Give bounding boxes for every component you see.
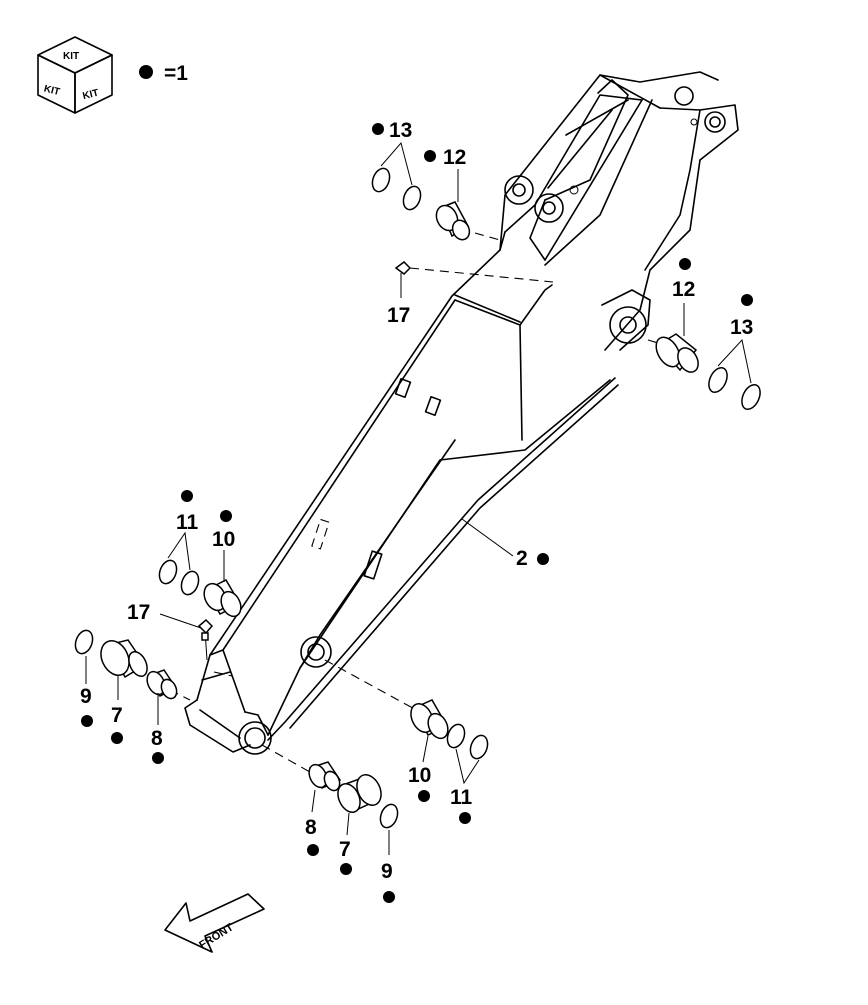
- callout-12-right: 12: [672, 278, 695, 301]
- bushing-8-bottom: [308, 761, 342, 792]
- callout-11-left: 11: [176, 511, 199, 534]
- shim-13-top-a: [371, 167, 391, 193]
- kit-label-left: KIT: [43, 83, 61, 98]
- bushing-10-right: [410, 699, 449, 740]
- bushing-12-right: [655, 333, 699, 373]
- callout-13-right: 13: [730, 316, 753, 339]
- callout-9-bottom: 9: [381, 860, 393, 883]
- front-arrow-icon: [164, 893, 265, 953]
- callout-9-left: 9: [80, 685, 92, 708]
- leader-lines: [85, 141, 752, 855]
- kit-dot-7-left: [111, 732, 123, 744]
- callout-2: 2: [516, 547, 528, 570]
- bushing-8-left: [146, 669, 178, 700]
- kit-dot-icon: [139, 65, 153, 79]
- kit-dot-10-right: [418, 790, 430, 802]
- kit-dot-11-left: [181, 490, 193, 502]
- shim-9-bottom: [379, 803, 399, 829]
- kit-equals-text: =1: [164, 62, 188, 85]
- callout-17-left: 17: [127, 601, 150, 624]
- kit-dot-12-right: [679, 258, 691, 270]
- kit-cube-icon: KIT KIT KIT: [37, 36, 113, 114]
- bushing-12-top: [435, 201, 471, 241]
- callout-8-left: 8: [151, 727, 163, 750]
- shim-11-left-a: [158, 559, 178, 585]
- bushing-10-left: [203, 579, 242, 618]
- bushing-7-left: [100, 639, 148, 679]
- boom-arm: [184, 71, 739, 755]
- bushing-7-bottom: [337, 774, 382, 813]
- front-arrow-label: FRONT: [197, 921, 236, 951]
- shim-11-right-a: [446, 723, 466, 749]
- parts: [74, 167, 761, 829]
- shim-9-left: [74, 629, 94, 655]
- front-arrow: FRONT: [164, 893, 265, 953]
- grease-fitting-17-top: [394, 261, 412, 275]
- kit-dot-13-top: [372, 123, 384, 135]
- kit-dot-8-bottom: [307, 844, 319, 856]
- shim-11-right-b: [469, 734, 489, 760]
- kit-dot-7-bottom: [340, 863, 352, 875]
- kit-dot-13-right: [741, 294, 753, 306]
- kit-dot-2: [537, 553, 549, 565]
- callout-12-top: 12: [443, 146, 466, 169]
- kit-dot-11-right: [459, 812, 471, 824]
- kit-dot-9-left: [81, 715, 93, 727]
- kit-dot-10-left: [220, 510, 232, 522]
- callout-10-left: 10: [212, 528, 235, 551]
- kit-legend: KIT KIT KIT =1: [37, 36, 188, 114]
- callout-10-right: 10: [408, 764, 431, 787]
- callouts: 13 12 17 12 13 11 10 17 2 9 7 8 10 11 8 …: [80, 119, 753, 903]
- shim-11-left-b: [180, 570, 200, 596]
- kit-dot-8-left: [152, 752, 164, 764]
- kit-dot-12-top: [424, 150, 436, 162]
- kit-label-top: KIT: [63, 51, 79, 62]
- callout-13-top: 13: [389, 119, 412, 142]
- kit-label-right: KIT: [82, 88, 100, 103]
- callout-17-top: 17: [387, 304, 410, 327]
- shim-13-top-b: [402, 185, 422, 211]
- shim-13-right-a: [708, 366, 728, 394]
- kit-dot-9-bottom: [383, 891, 395, 903]
- callout-7-left: 7: [111, 704, 123, 727]
- callout-8-bottom: 8: [305, 816, 317, 839]
- shim-13-right-b: [741, 383, 761, 411]
- callout-11-right: 11: [450, 786, 473, 809]
- callout-7-bottom: 7: [339, 838, 351, 861]
- grease-fitting-17-left: [197, 618, 214, 641]
- assembly-lines: [169, 232, 669, 773]
